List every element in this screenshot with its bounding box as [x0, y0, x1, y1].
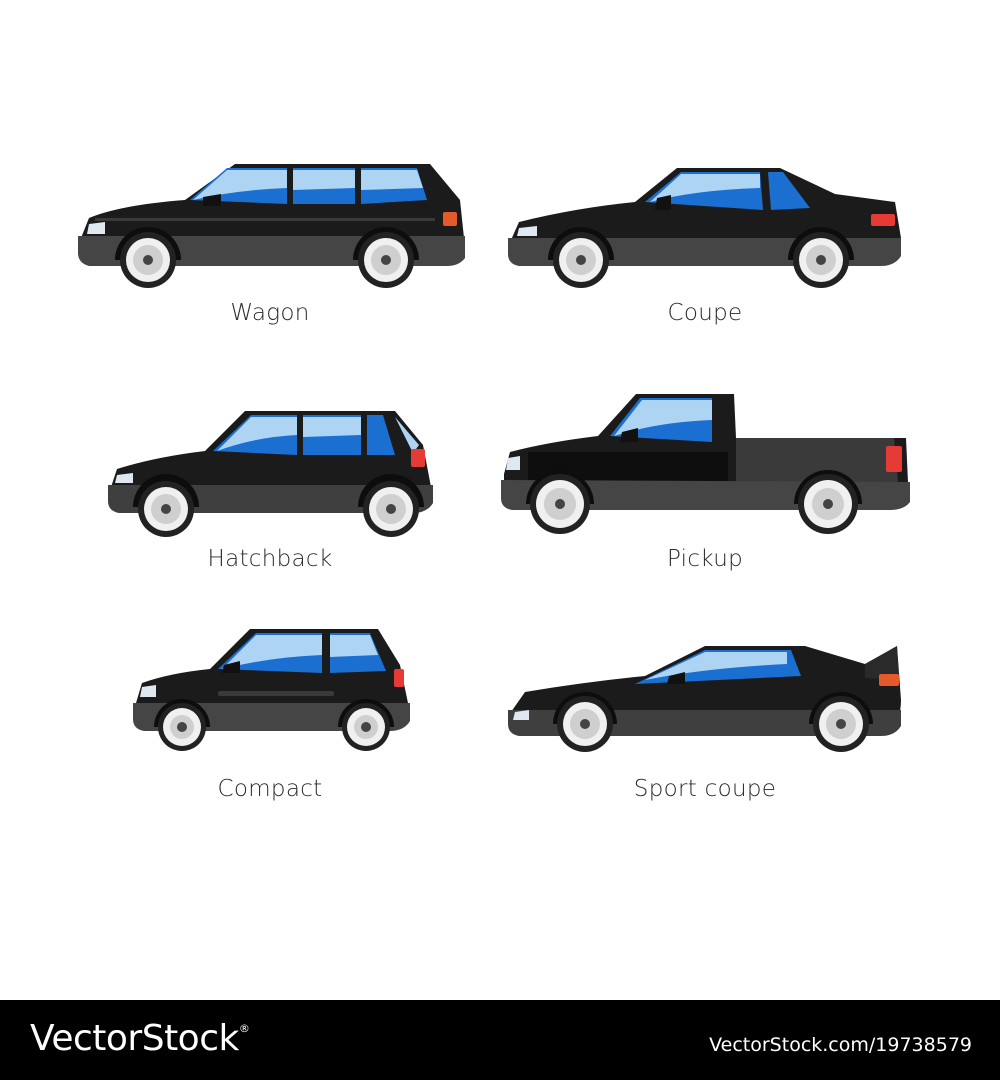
compact-car-illustration	[130, 625, 415, 755]
coupe-car-illustration	[505, 160, 905, 290]
hatchback-car-illustration	[105, 405, 440, 545]
sport-coupe-label: Sport coupe	[633, 776, 777, 802]
brand-name: VectorStock	[30, 1018, 239, 1059]
pickup-car-illustration	[498, 390, 913, 540]
compact-label: Compact	[217, 776, 323, 802]
trademark-symbol: ®	[238, 1022, 250, 1035]
wagon-label: Wagon	[230, 300, 310, 326]
coupe-label: Coupe	[667, 300, 743, 326]
wagon-car-illustration	[75, 160, 470, 290]
pickup-label: Pickup	[667, 546, 743, 572]
image-reference: VectorStock.com/19738579	[709, 1034, 972, 1056]
brand-logo: VectorStock®	[30, 1018, 250, 1059]
hatchback-label: Hatchback	[207, 546, 333, 572]
sport-coupe-car-illustration	[505, 640, 905, 760]
footer-bar: VectorStock® VectorStock.com/19738579	[0, 1000, 1000, 1080]
